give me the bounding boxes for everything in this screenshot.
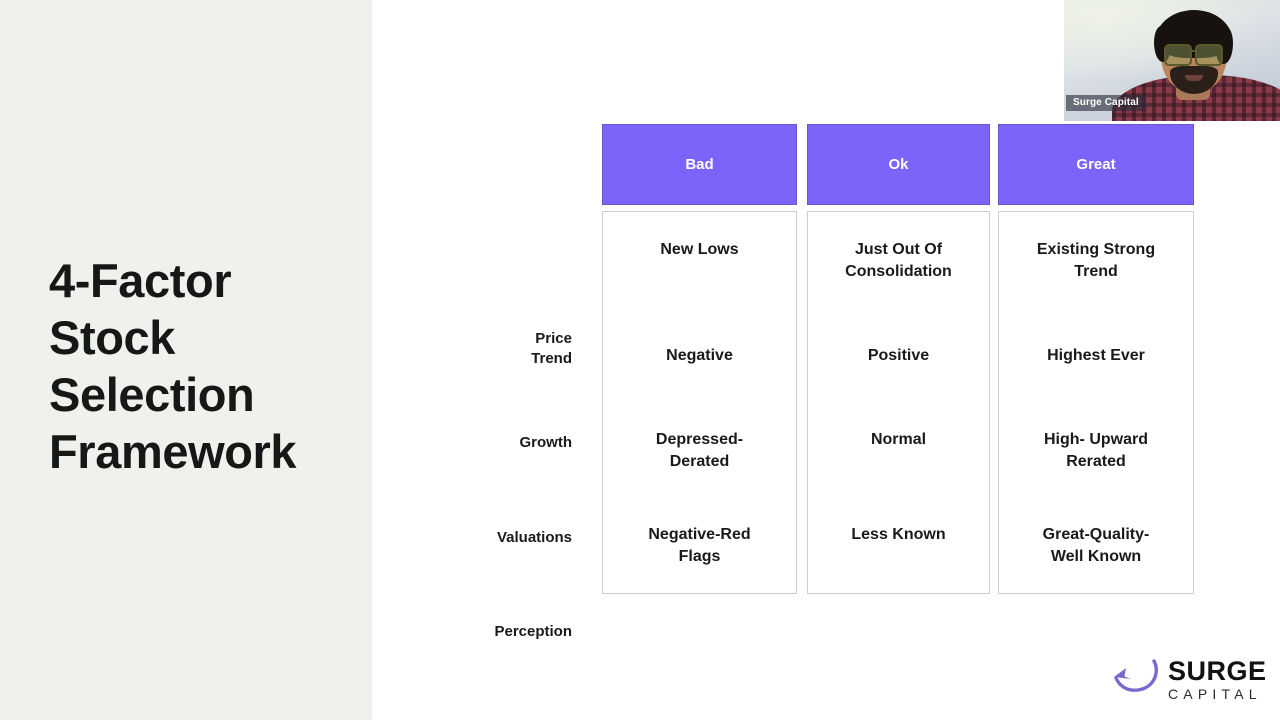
matrix-header-row: Bad Ok Great — [470, 124, 1195, 205]
column-header-ok: Ok — [807, 124, 990, 205]
glasses-lens-right-icon — [1195, 44, 1223, 66]
logo-secondary-text: CAPITAL — [1168, 685, 1262, 702]
title-panel: 4-Factor Stock Selection Framework — [0, 0, 372, 720]
speaker-mouth — [1185, 75, 1203, 81]
matrix-column-ok — [807, 211, 990, 594]
stock-selection-matrix: Bad Ok Great Price Trend Growth Valuatio… — [470, 124, 1195, 640]
cell-price-trend-ok: Just Out Of Consolidation — [845, 241, 952, 280]
column-header-bad: Bad — [602, 124, 797, 205]
row-label-growth: Growth — [519, 434, 573, 451]
glasses-lens-left-icon — [1164, 44, 1192, 66]
cell-perception-bad: Negative-Red Flags — [648, 526, 751, 565]
page-title: 4-Factor Stock Selection Framework — [49, 254, 297, 478]
cell-growth-ok: Positive — [867, 347, 930, 364]
cell-valuations-bad: Depressed- Derated — [655, 431, 744, 470]
matrix-column-bad — [602, 211, 797, 594]
speaker-hair-right — [1216, 26, 1233, 64]
speaker-hair-left — [1154, 26, 1170, 62]
brand-logo: SURGE CAPITAL — [1110, 653, 1274, 705]
cell-perception-ok: Less Known — [851, 526, 946, 543]
row-label-price-trend: Price Trend — [531, 330, 572, 367]
cell-valuations-great: High- Upward Rerated — [1044, 431, 1148, 470]
cell-perception-great: Great-Quality- Well Known — [1042, 526, 1150, 565]
row-label-perception: Perception — [494, 623, 572, 640]
cell-growth-great: Highest Ever — [1047, 347, 1145, 364]
column-header-great: Great — [998, 124, 1194, 205]
logo-primary-text: SURGE — [1168, 655, 1267, 686]
webcam-video-tile[interactable]: Surge Capital — [1064, 0, 1280, 121]
matrix-body: Price Trend Growth Valuations Perception… — [470, 211, 1195, 640]
row-label-valuations: Valuations — [496, 529, 572, 546]
participant-name-label: Surge Capital — [1066, 95, 1146, 111]
logo-wordmark: SURGE CAPITAL — [1168, 655, 1267, 702]
cell-price-trend-great: Existing Strong Trend — [1036, 241, 1156, 280]
matrix-column-great — [998, 211, 1194, 594]
glasses-bridge-icon — [1188, 50, 1195, 52]
cell-growth-bad: Negative — [666, 347, 733, 364]
cell-valuations-ok: Normal — [870, 431, 927, 448]
swoosh-arrow-icon — [1110, 657, 1162, 702]
cell-price-trend-bad: New Lows — [660, 241, 739, 258]
